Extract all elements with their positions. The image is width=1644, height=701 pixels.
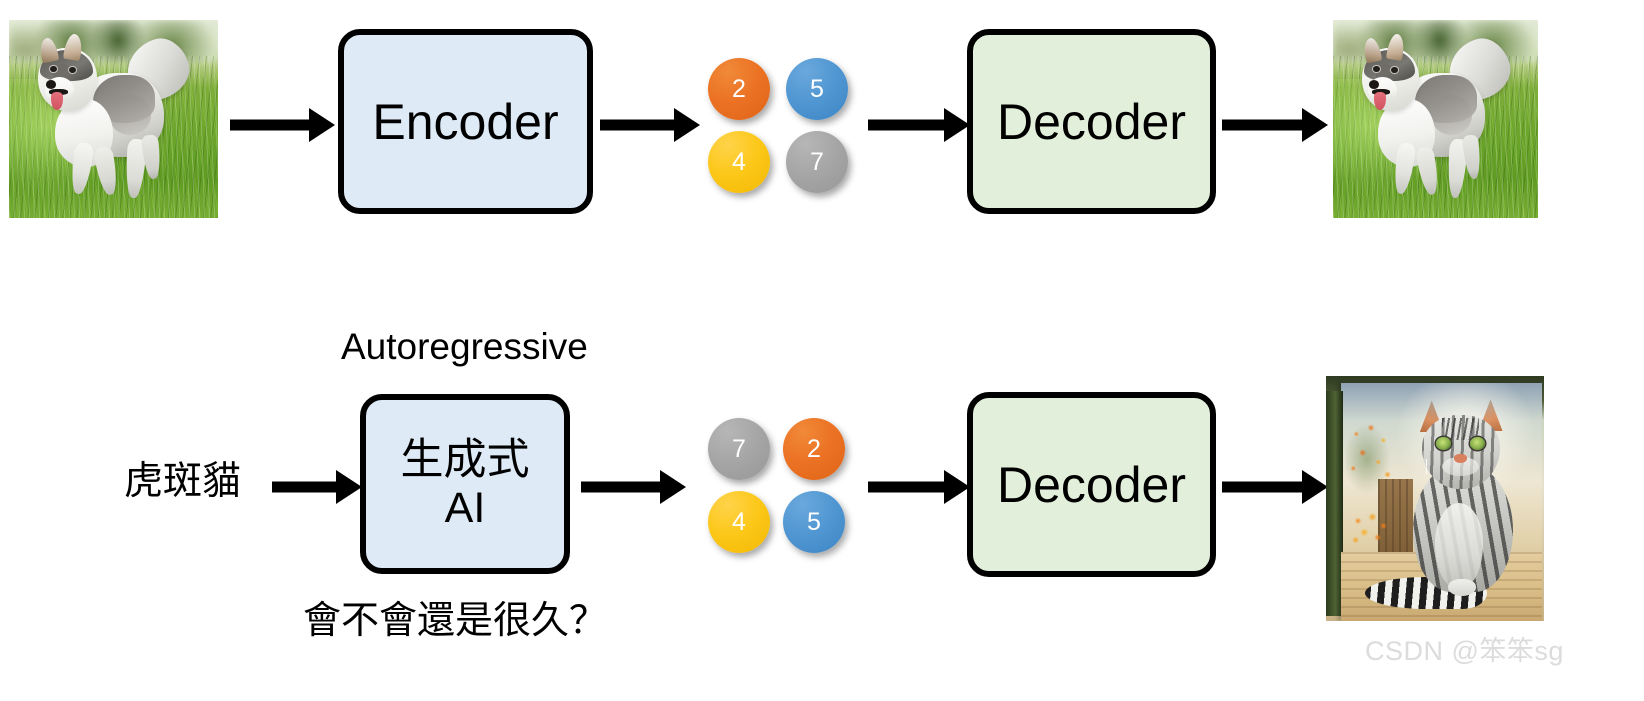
token-circle[interactable]: 2: [783, 418, 845, 480]
cat-scene-background: [1326, 376, 1544, 621]
arrow-head: [309, 108, 335, 142]
arrow-head: [660, 470, 686, 504]
csdn-watermark: CSDN @笨笨sg: [1365, 636, 1564, 666]
token-circle[interactable]: 7: [708, 418, 770, 480]
arrow-decoder-to-output-bottom: [1222, 470, 1328, 504]
token-circle[interactable]: 5: [783, 491, 845, 553]
arrow-shaft: [1222, 481, 1305, 493]
arrow-shaft: [272, 481, 339, 493]
dog-scene-background: [9, 20, 218, 218]
encoder-box[interactable]: Encoder: [338, 29, 593, 214]
input-image-dog: [9, 20, 218, 218]
arrow-shaft: [600, 119, 677, 131]
decoder-box-top[interactable]: Decoder: [967, 29, 1216, 214]
question-caption: 會不會還是很久？: [303, 600, 608, 642]
tabby-cat-figure: [1326, 376, 1544, 621]
generative-ai-box[interactable]: 生成式 AI: [360, 394, 570, 574]
arrow-encoder-to-tokens: [600, 108, 700, 142]
arrow-shaft: [230, 119, 312, 131]
autoregressive-label: Autoregressive: [341, 326, 588, 367]
token-circle[interactable]: 4: [708, 131, 770, 193]
arrow-tokens-to-decoder: [868, 108, 970, 142]
arrow-head: [336, 470, 362, 504]
arrow-prompt-to-model: [272, 470, 362, 504]
husky-dog-figure: [9, 20, 218, 218]
dog-scene-background: [1333, 20, 1538, 218]
arrow-image-to-encoder: [230, 108, 335, 142]
arrow-head: [944, 108, 970, 142]
output-image-dog: [1333, 20, 1538, 218]
arrow-shaft: [581, 481, 663, 493]
output-image-cat: [1326, 376, 1544, 621]
token-group-top: 2 5 4 7: [708, 58, 854, 194]
arrow-head: [674, 108, 700, 142]
token-circle[interactable]: 7: [786, 131, 848, 193]
arrow-head: [944, 470, 970, 504]
flower-pot: [1345, 508, 1394, 572]
arrow-shaft: [868, 481, 947, 493]
decoder-box-bottom[interactable]: Decoder: [967, 392, 1216, 577]
arrow-head: [1302, 108, 1328, 142]
husky-dog-figure: [1333, 20, 1538, 218]
arrow-head: [1302, 470, 1328, 504]
easel-edge: [1326, 390, 1344, 617]
token-circle[interactable]: 2: [708, 58, 770, 120]
token-circle[interactable]: 4: [708, 491, 770, 553]
arrow-tokens-to-decoder-bottom: [868, 470, 970, 504]
token-circle[interactable]: 5: [786, 58, 848, 120]
arrow-model-to-tokens: [581, 470, 686, 504]
arrow-shaft: [868, 119, 947, 131]
token-group-bottom: 7 2 4 5: [708, 418, 854, 554]
arrow-shaft: [1222, 119, 1305, 131]
arrow-decoder-to-output: [1222, 108, 1328, 142]
input-prompt-text: 虎斑貓: [124, 460, 242, 503]
